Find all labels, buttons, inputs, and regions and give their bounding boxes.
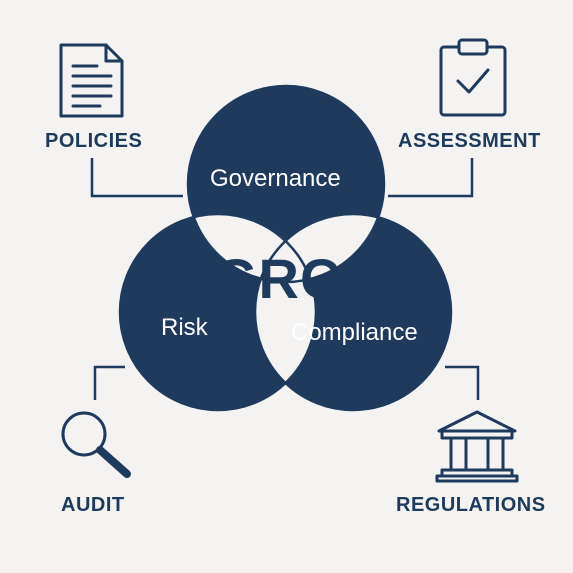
magnifier-icon	[61, 411, 131, 478]
assessment-label: ASSESSMENT	[398, 130, 541, 152]
document-icon	[59, 43, 124, 118]
grc-center-label: GRC	[214, 247, 342, 310]
regulations-label: REGULATIONS	[396, 494, 546, 516]
clipboard-check-icon	[439, 38, 507, 117]
venn-diagram	[118, 84, 453, 412]
bank-building-icon	[435, 410, 519, 483]
audit-label: AUDIT	[61, 494, 125, 516]
connector-lines	[90, 158, 480, 400]
connector-audit	[93, 365, 125, 400]
connector-policies	[90, 158, 183, 198]
governance-label: Governance	[210, 165, 341, 192]
connector-assessment	[388, 158, 474, 198]
risk-label: Risk	[161, 314, 208, 341]
policies-label: POLICIES	[45, 130, 143, 152]
connector-regulations	[445, 365, 480, 400]
compliance-label: Compliance	[291, 319, 418, 346]
